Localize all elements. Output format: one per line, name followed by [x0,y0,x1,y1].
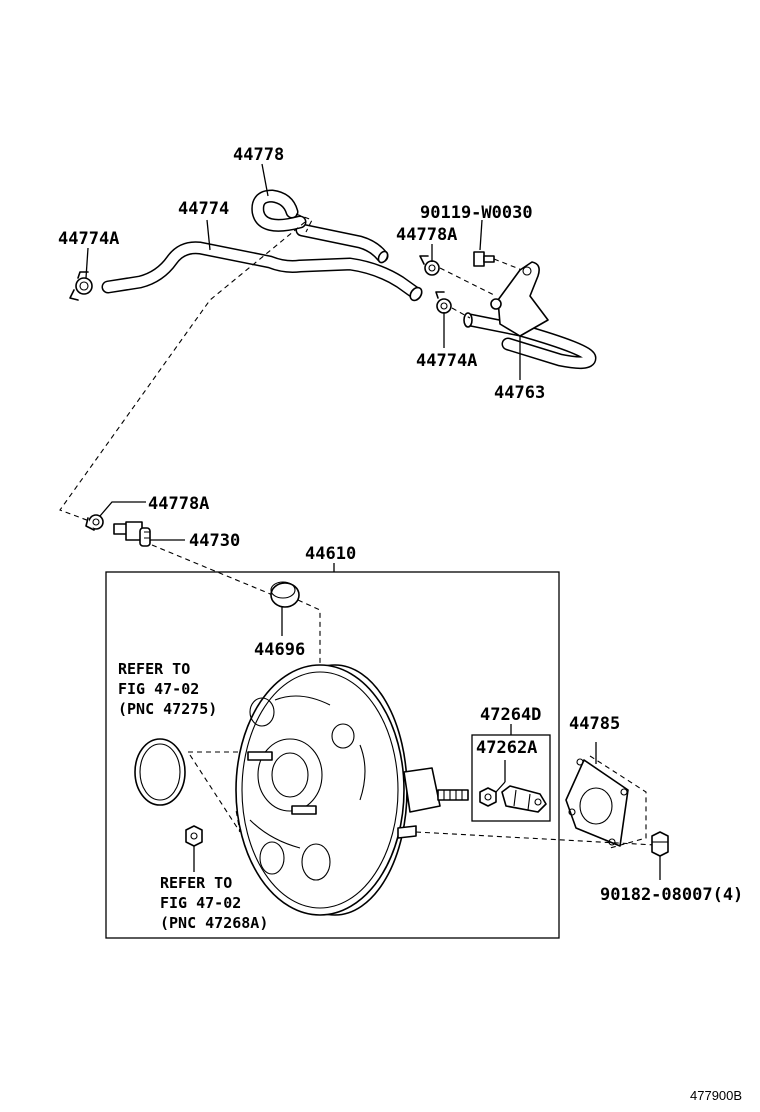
label-47262A: 47262A [476,738,537,758]
nut-47262A[interactable] [479,787,497,807]
hose-clip-44778A-upper[interactable] [419,255,440,276]
label-44778A-lower: 44778A [148,494,209,514]
gasket-44785[interactable] [565,758,629,847]
label-44778: 44778 [233,145,284,165]
nut-47268A[interactable] [185,825,203,847]
label-44730: 44730 [189,531,240,551]
check-valve-44730[interactable] [113,521,151,547]
label-44774A-lower: 44774A [416,351,477,371]
booster-assembly-frame [105,571,560,939]
refer-note-2-line2: FIG 47-02 [160,894,241,912]
vacuum-hose-44778[interactable] [251,189,390,264]
refer-note-1-line2: FIG 47-02 [118,680,199,698]
hose-clip-44774A-left[interactable] [69,271,93,301]
label-44763: 44763 [494,383,545,403]
label-90119-W0030: 90119-W0030 [420,203,533,223]
brake-booster-body-44610[interactable] [235,664,469,916]
vacuum-hose-44774[interactable] [101,241,424,303]
o-ring-47275[interactable] [134,738,186,806]
label-44696: 44696 [254,640,305,660]
diagram-code: 477900B [690,1088,742,1103]
vacuum-pipe-44763[interactable] [463,261,597,370]
label-44778A-upper: 44778A [396,225,457,245]
refer-note-2-line3: (PNC 47268A) [160,914,268,932]
refer-note-1-line1: REFER TO [118,660,190,678]
bolt-90119-W0030[interactable] [473,251,495,267]
clevis-47264D[interactable] [501,785,547,813]
label-44774A-upper-left: 44774A [58,229,119,249]
label-44785: 44785 [569,714,620,734]
label-44610: 44610 [305,544,356,564]
label-90182-08007: 90182-08007(4) [600,885,743,905]
refer-note-1-line3: (PNC 47275) [118,700,217,718]
grommet-44696[interactable] [270,581,300,608]
hose-clip-44778A-lower[interactable] [85,514,104,531]
hose-clip-44774A-lower[interactable] [435,291,452,314]
refer-note-2-line1: REFER TO [160,874,232,892]
label-47264D: 47264D [480,705,541,725]
nut-90182-08007[interactable] [651,831,669,857]
label-44774: 44774 [178,199,229,219]
